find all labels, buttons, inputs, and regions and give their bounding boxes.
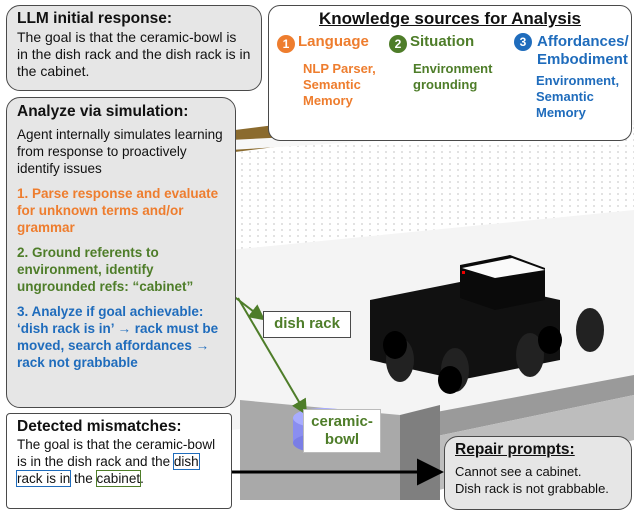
detected-text: The goal is that the ceramic-bowl is in … — [16, 436, 221, 487]
knowledge-source-affordances: 3 Affordances/ Embodiment Environment, Se… — [514, 33, 632, 121]
dotted-surface — [230, 125, 634, 250]
source-detail-situation: Environment grounding — [413, 61, 493, 92]
detected-text-part: . — [140, 471, 144, 486]
analyze-step-2: 2. Ground referents to environment, iden… — [17, 245, 194, 294]
number-3-icon: 3 — [514, 33, 532, 51]
analyze-title: Analyze via simulation: — [17, 103, 189, 120]
analyze-box: Analyze via simulation: Agent internally… — [6, 97, 236, 408]
dish-rack-label: dish rack — [263, 311, 351, 338]
robot-head-top — [462, 258, 545, 278]
source-detail-affordances: Environment, Semantic Memory — [536, 73, 620, 120]
robot-sensor — [462, 271, 465, 274]
detected-mismatches-box: Detected mismatches: The goal is that th… — [6, 413, 232, 509]
analyze-step-1: 1. Parse response and evaluate for unkno… — [17, 186, 219, 235]
number-2-icon: 2 — [389, 35, 407, 53]
analyze-intro: Agent internally simulates learning from… — [17, 127, 223, 176]
llm-response-box: LLM initial response: The goal is that t… — [6, 5, 262, 91]
robot-wheel — [516, 333, 544, 377]
source-name-affordances: Affordances/ Embodiment — [537, 33, 629, 68]
source-name-language: Language — [298, 33, 369, 50]
arrow-to-dish-rack — [231, 294, 266, 321]
repair-title: Repair prompts: — [455, 441, 575, 458]
arrow-to-bowl — [237, 297, 308, 416]
detected-text-part: the — [70, 471, 97, 486]
analyze-step-3: 3. Analyze if goal achievable: ‘dish rac… — [17, 304, 219, 370]
ceramic-bowl-label: ceramic-bowl — [303, 409, 381, 453]
llm-response-text: The goal is that the ceramic-bowl is in … — [17, 29, 251, 79]
repair-line-2: Dish rack is not grabbable. — [455, 481, 609, 496]
robot-wheel — [576, 308, 604, 352]
repair-line-1: Cannot see a cabinet. — [455, 464, 582, 479]
detected-text-part: The goal is that the ceramic-bowl is in … — [17, 437, 216, 469]
llm-response-title: LLM initial response: — [17, 10, 173, 27]
detected-title: Detected mismatches: — [17, 418, 182, 435]
knowledge-title: Knowledge sources for Analysis — [319, 9, 581, 28]
mismatch-dish-rack-is-in: dish rack is in — [16, 453, 200, 487]
repair-prompts-box: Repair prompts: Cannot see a cabinet. Di… — [444, 436, 632, 510]
source-detail-language: NLP Parser, Semantic Memory — [303, 61, 376, 108]
robot — [370, 255, 604, 394]
mismatch-cabinet: cabinet — [95, 470, 142, 487]
source-name-situation: Situation — [410, 33, 475, 50]
number-1-icon: 1 — [277, 35, 295, 53]
